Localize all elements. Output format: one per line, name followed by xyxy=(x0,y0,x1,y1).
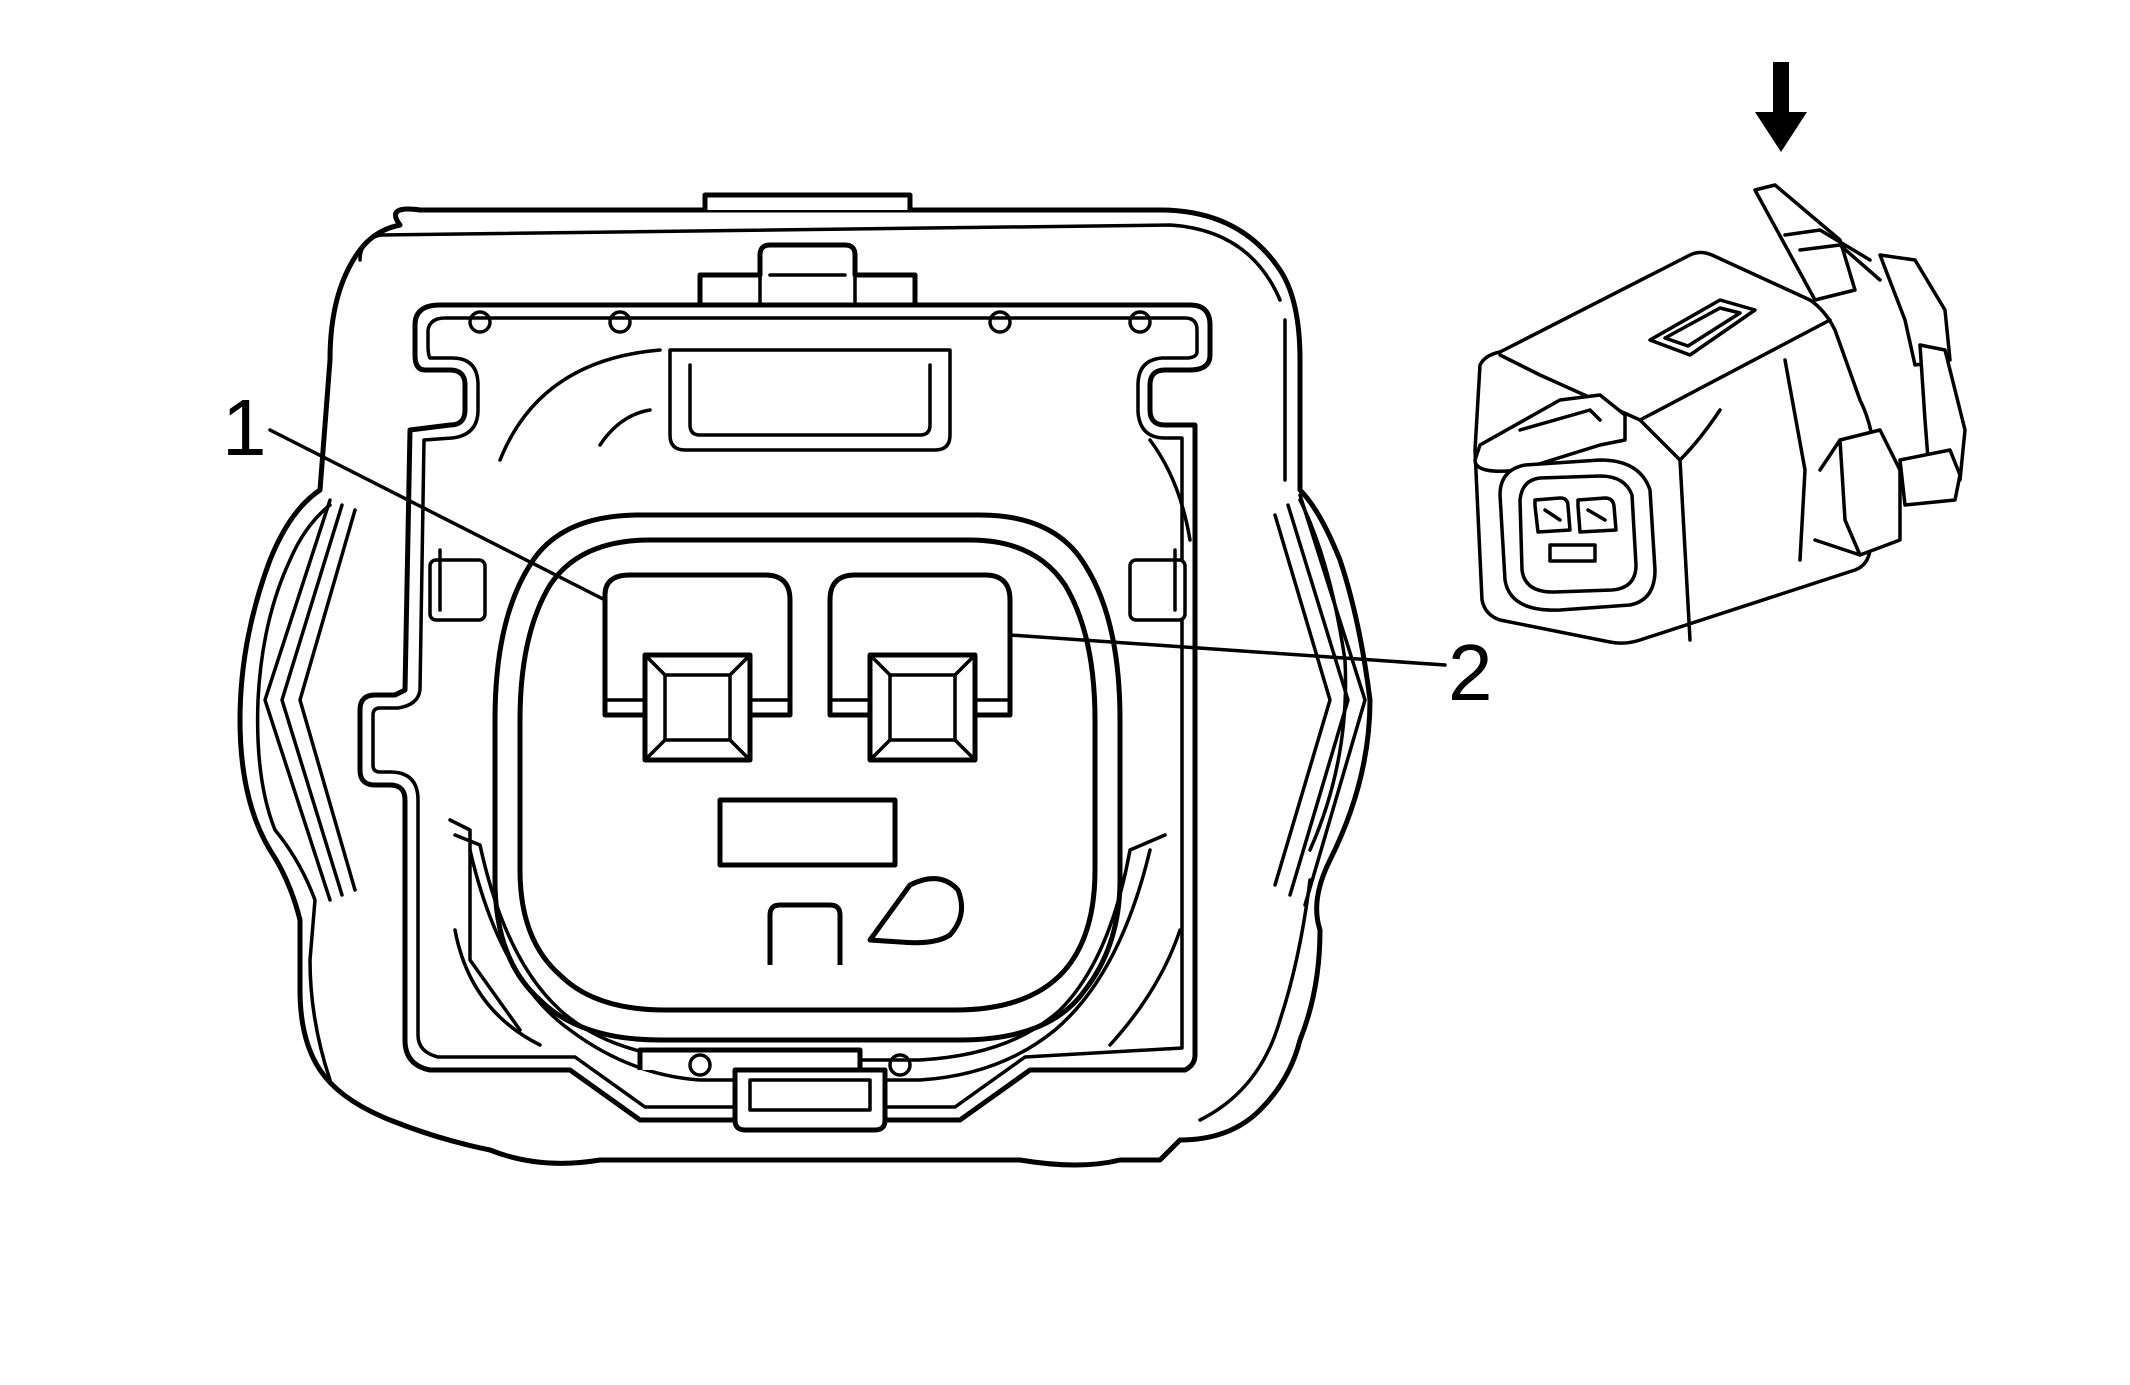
isometric-front-face xyxy=(1498,458,1657,612)
bottom-latch-tab xyxy=(732,1067,888,1133)
connector-face-view: 1 2 xyxy=(222,192,1493,1168)
connector-outer-housing xyxy=(237,206,1373,1168)
bottom-frame-bumps xyxy=(688,1053,912,1077)
callout-label-2: 2 xyxy=(1448,628,1493,717)
terminal-cavity-2 xyxy=(827,572,1013,763)
top-frame-bumps xyxy=(468,310,1152,334)
leader-line-2 xyxy=(1008,633,1447,667)
leader-line-1 xyxy=(268,428,607,602)
mating-face-inner xyxy=(517,537,1098,1013)
top-clip xyxy=(668,348,952,452)
polarity-mark xyxy=(867,876,965,946)
callout-label-1: 1 xyxy=(222,383,267,472)
connector-isometric-view xyxy=(1473,183,1967,645)
keying-slot xyxy=(717,797,898,868)
arrow-down-icon xyxy=(1755,62,1807,152)
bottom-latch xyxy=(637,1047,863,1070)
inner-frame-offset xyxy=(371,316,1199,1109)
side-latch-posts xyxy=(428,548,1187,622)
top-latch-tab xyxy=(702,192,913,210)
terminal-cavity-1 xyxy=(602,572,793,763)
left-side-rail xyxy=(263,498,357,902)
inner-frame xyxy=(357,302,1213,1123)
mating-face-outer xyxy=(492,512,1123,1043)
connector-housing-inner-contour xyxy=(255,223,1348,1122)
bottom-key-notch xyxy=(767,902,843,965)
locking-ring xyxy=(448,348,1192,1047)
right-side-rail xyxy=(1273,493,1367,907)
